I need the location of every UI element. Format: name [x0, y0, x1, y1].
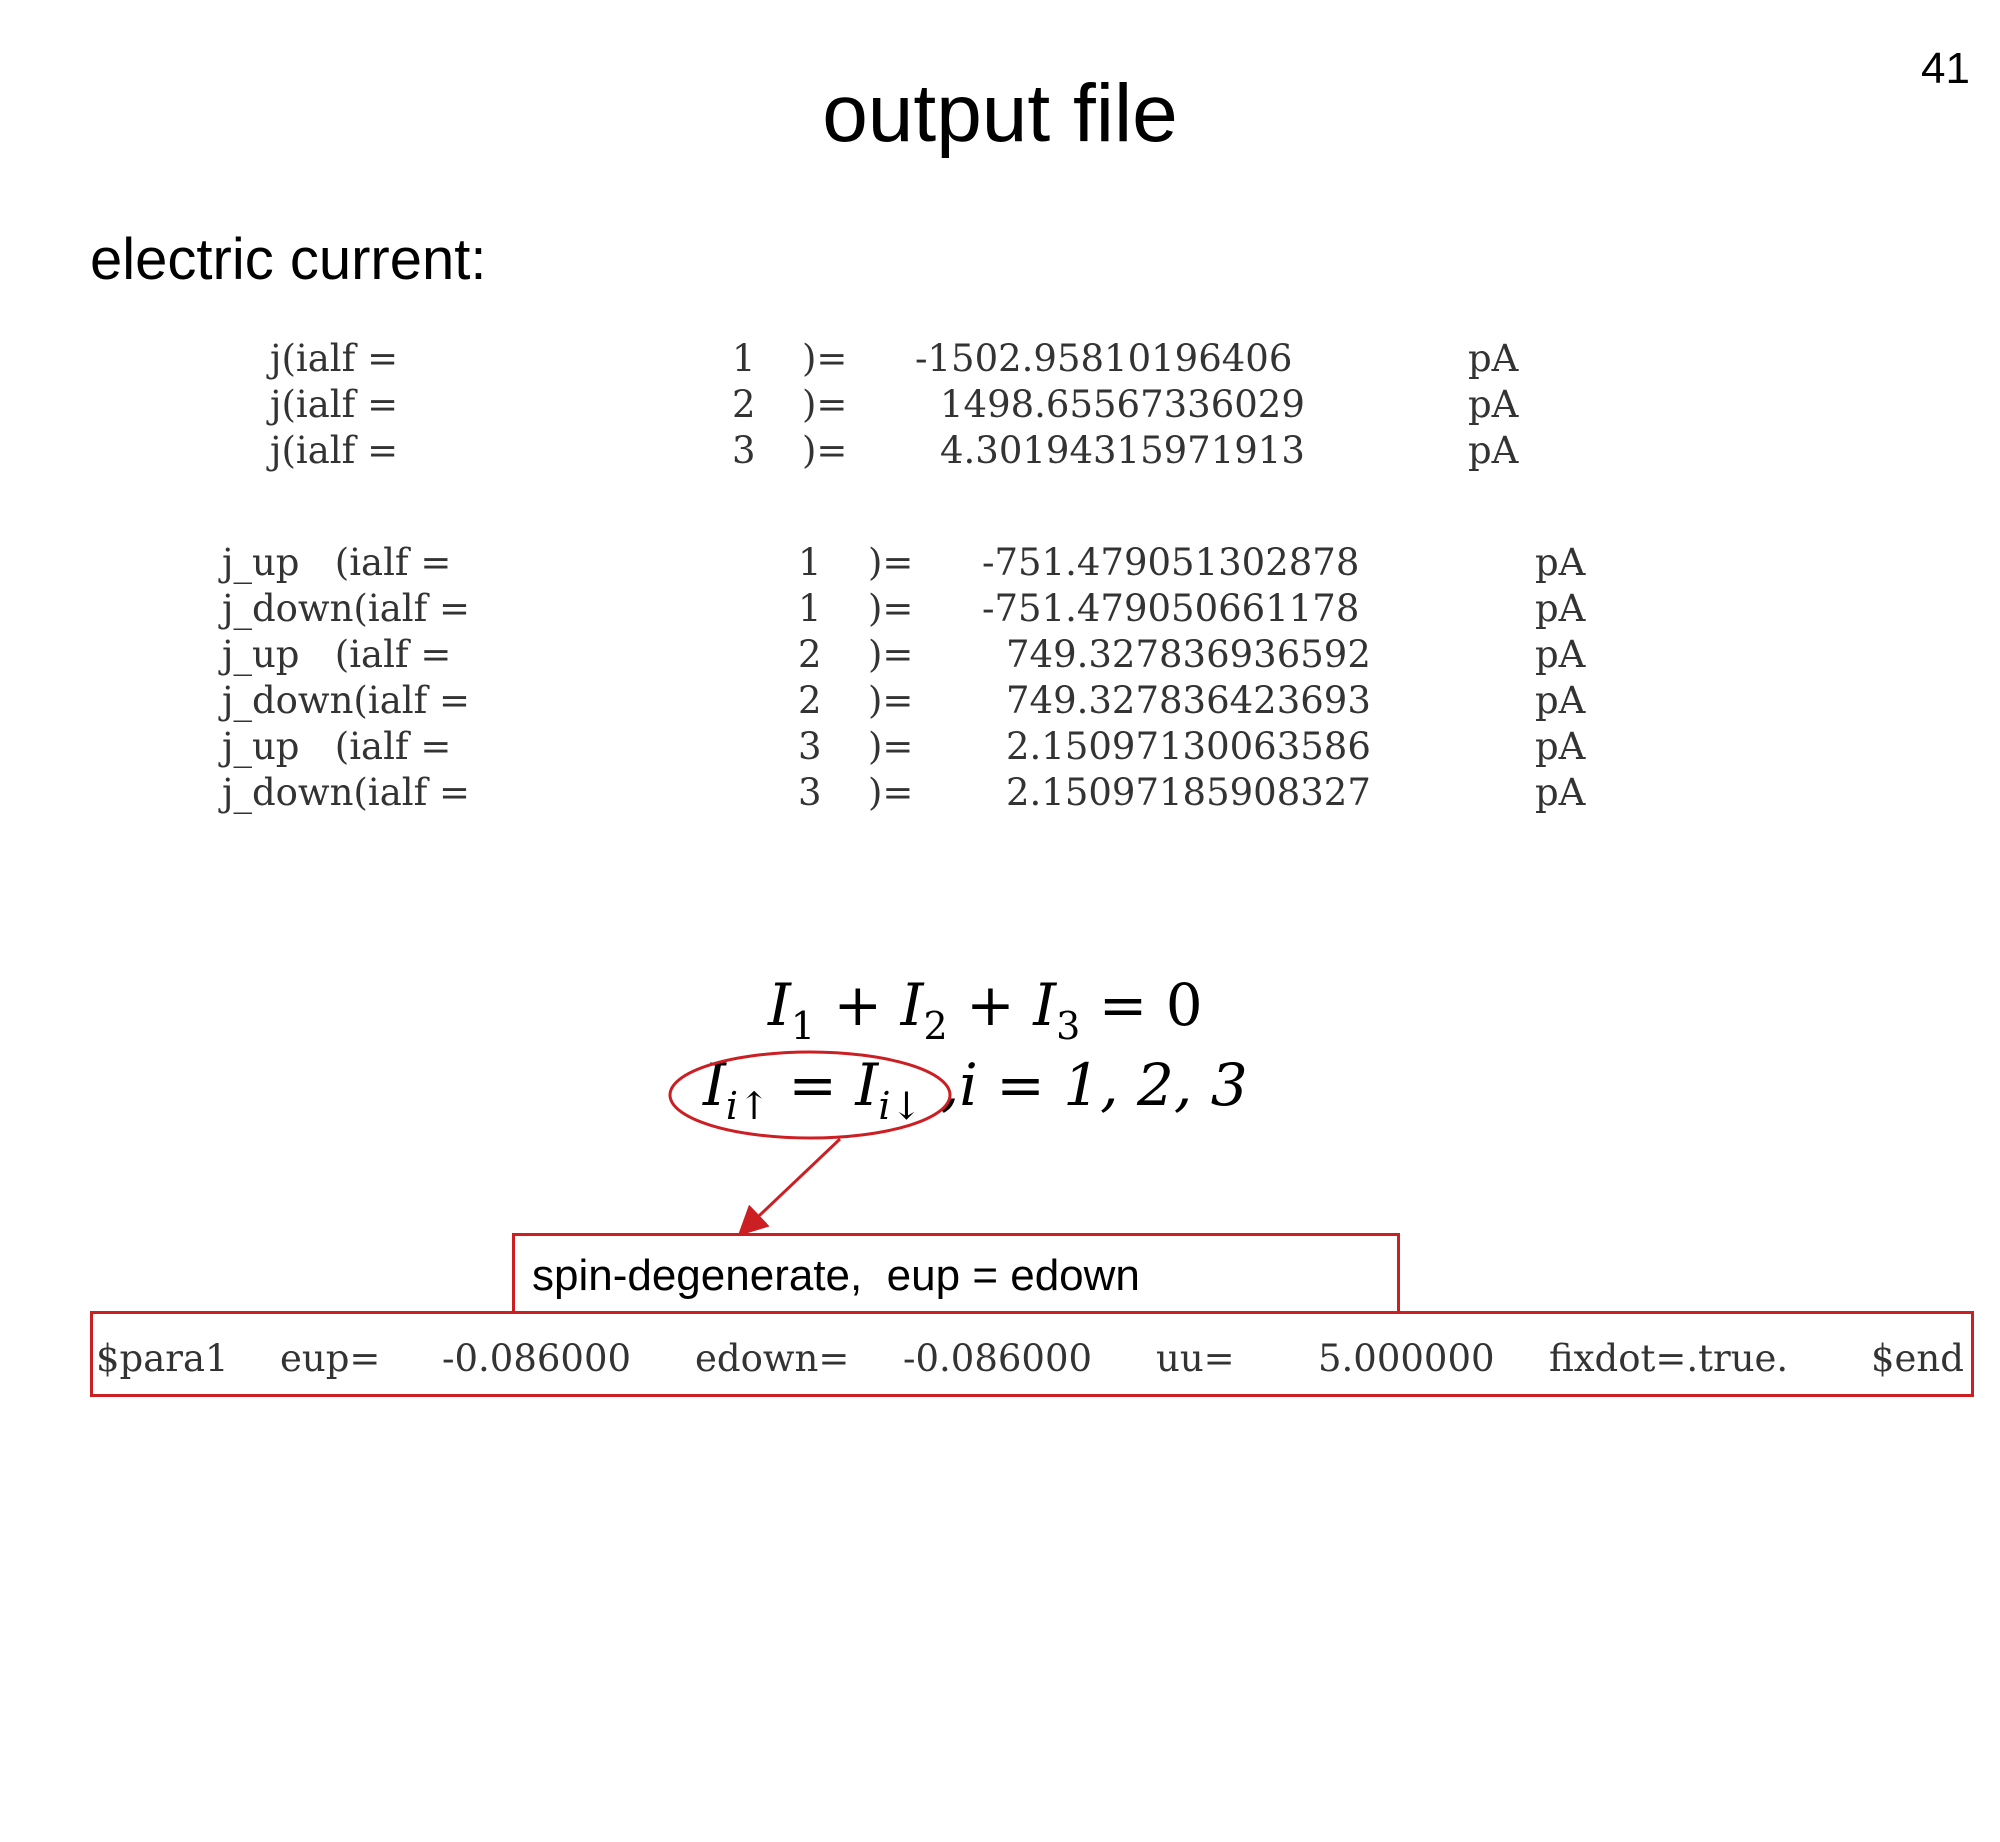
current-value: -1502.95810196406 — [915, 337, 1293, 380]
spin-current-value: -751.479050661178 — [982, 587, 1360, 630]
spin-current-eq: )= — [868, 541, 914, 584]
spin-current-unit: pA — [1535, 541, 1586, 584]
param-edown-value: -0.086000 — [903, 1337, 1093, 1380]
spin-current-label: j_up (ialf = — [222, 633, 452, 676]
spin-equality-equation: Ii↑ = Ii↓ ,i = 1, 2, 3 — [703, 1051, 1248, 1128]
spin-current-eq: )= — [868, 633, 914, 676]
param-edown-label: edown= — [695, 1337, 850, 1380]
param-namelist: $para1 — [96, 1337, 229, 1380]
page-number: 41 — [1921, 44, 1970, 93]
spin-current-value: 2.15097185908327 — [1006, 771, 1371, 814]
spin-current-label: j_down(ialf = — [222, 771, 471, 814]
param-eup-value: -0.086000 — [442, 1337, 632, 1380]
current-unit: pA — [1468, 429, 1519, 472]
current-eq: )= — [802, 383, 848, 426]
spin-current-value: 749.327836936592 — [1006, 633, 1371, 676]
current-label: j(ialf = — [270, 337, 399, 380]
spin-current-row: j_up (ialf = 2 )= 749.327836936592 pA — [0, 632, 1585, 678]
spin-current-unit: pA — [1535, 725, 1586, 768]
slide-title: output file — [822, 68, 1178, 159]
spin-current-unit: pA — [1535, 679, 1586, 722]
spin-current-value: -751.479051302878 — [982, 541, 1360, 584]
current-unit: pA — [1468, 383, 1519, 426]
current-row: j(ialf = 1 )= -1502.95810196406 pA — [0, 336, 1518, 382]
current-row: j(ialf = 2 )= 1498.65567336029 pA — [0, 382, 1518, 428]
spin-current-table: j_up (ialf = 1 )= -751.479051302878 pA j… — [0, 184, 2000, 814]
spin-current-index: 2 — [798, 679, 822, 722]
spin-current-index: 3 — [798, 771, 822, 814]
spin-current-eq: )= — [868, 725, 914, 768]
spin-current-unit: pA — [1535, 587, 1586, 630]
spin-current-row: j_down(ialf = 2 )= 749.327836423693 pA — [0, 678, 1585, 724]
param-uu-label: uu= — [1156, 1337, 1235, 1380]
section-subtitle: electric current: — [90, 227, 487, 292]
current-unit: pA — [1468, 337, 1519, 380]
note-text: spin-degenerate, eup = edown — [532, 1251, 1140, 1300]
current-value: 4.30194315971913 — [940, 429, 1305, 472]
param-fixdot: fixdot=.true. — [1549, 1337, 1789, 1380]
spin-current-unit: pA — [1535, 633, 1586, 676]
params-row: $para1 eup= -0.086000 edown= -0.086000 u… — [0, 1336, 1964, 1382]
spin-current-value: 2.15097130063586 — [1006, 725, 1371, 768]
current-index: 1 — [732, 337, 756, 380]
current-eq: )= — [802, 337, 848, 380]
spin-current-eq: )= — [868, 771, 914, 814]
current-table: j(ialf = 1 )= -1502.95810196406 pA j(ial… — [0, 0, 2000, 472]
param-eup-label: eup= — [280, 1337, 381, 1380]
spin-current-index: 1 — [798, 587, 822, 630]
annotation-arrow — [737, 1137, 842, 1237]
current-index: 2 — [732, 383, 756, 426]
param-uu-value: 5.000000 — [1318, 1337, 1495, 1380]
highlight-ellipse — [668, 1050, 952, 1140]
current-index: 3 — [732, 429, 756, 472]
spin-current-label: j_down(ialf = — [222, 587, 471, 630]
spin-current-index: 3 — [798, 725, 822, 768]
spin-current-row: j_down(ialf = 1 )= -751.479050661178 pA — [0, 586, 1585, 632]
current-eq: )= — [802, 429, 848, 472]
spin-current-row: j_up (ialf = 3 )= 2.15097130063586 pA — [0, 724, 1585, 770]
spin-current-value: 749.327836423693 — [1006, 679, 1371, 722]
spin-current-eq: )= — [868, 587, 914, 630]
annotation-overlay — [668, 1050, 952, 1237]
spin-current-label: j_down(ialf = — [222, 679, 471, 722]
params-line: $para1 eup= -0.086000 edown= -0.086000 u… — [0, 506, 2000, 1380]
note-box — [512, 1233, 1400, 1311]
spin-current-unit: pA — [1535, 771, 1586, 814]
spin-current-row: j_down(ialf = 3 )= 2.15097185908327 pA — [0, 770, 1585, 816]
spin-current-label: j_up (ialf = — [222, 541, 452, 584]
spin-current-index: 2 — [798, 633, 822, 676]
current-label: j(ialf = — [270, 383, 399, 426]
spin-current-label: j_up (ialf = — [222, 725, 452, 768]
current-label: j(ialf = — [270, 429, 399, 472]
spin-current-eq: )= — [868, 679, 914, 722]
spin-current-index: 1 — [798, 541, 822, 584]
spin-current-row: j_up (ialf = 1 )= -751.479051302878 pA — [0, 540, 1585, 586]
param-end: $end — [1871, 1337, 1964, 1380]
current-row: j(ialf = 3 )= 4.30194315971913 pA — [0, 428, 1518, 474]
current-value: 1498.65567336029 — [940, 383, 1305, 426]
params-box — [90, 1311, 1974, 1397]
kirchhoff-equation: I1 + I2 + I3 = 0 — [768, 971, 1203, 1048]
